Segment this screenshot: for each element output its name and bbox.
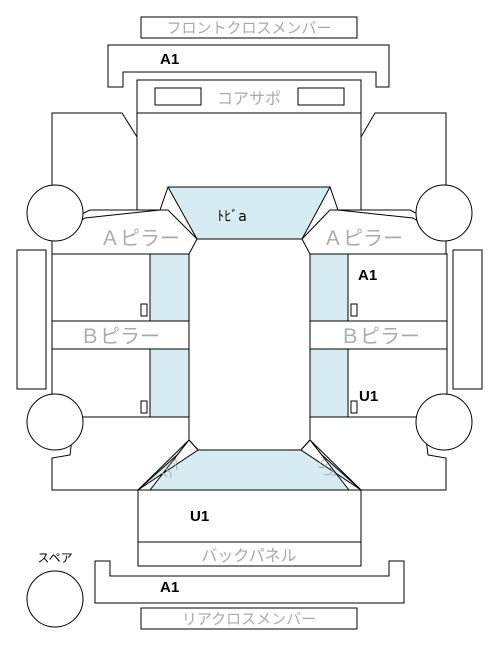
right-rear-door-glass[interactable] xyxy=(309,348,349,418)
right-rear-door-grade: U1 xyxy=(359,388,378,405)
core-support[interactable]: コアサポ xyxy=(136,79,362,114)
right-rear-door-handle xyxy=(350,400,358,414)
left-rear-door-glass[interactable] xyxy=(149,348,190,418)
left-rear-door-handle xyxy=(140,400,148,414)
right-step-rail[interactable] xyxy=(452,249,483,390)
front-cross-member-label-box: フロントクロスメンバー xyxy=(140,16,358,39)
core-support-label: コアサポ xyxy=(217,89,281,108)
trunk-grade: U1 xyxy=(190,508,209,525)
front-cross-member[interactable] xyxy=(107,44,390,88)
rear-cross-member-label: リアクロスメンバー xyxy=(182,610,316,628)
roof[interactable] xyxy=(188,238,311,451)
right-front-wheel[interactable] xyxy=(415,184,473,242)
left-rear-wheel[interactable] xyxy=(26,393,84,451)
spare-tire[interactable] xyxy=(26,570,84,628)
rear-cross-member[interactable] xyxy=(94,560,405,604)
core-support-left-opening xyxy=(154,87,202,106)
right-front-door-grade: A1 xyxy=(358,267,377,284)
right-front-door-glass[interactable] xyxy=(309,253,349,322)
trunk[interactable] xyxy=(137,489,362,543)
core-support-right-opening xyxy=(297,87,345,106)
right-front-door-handle xyxy=(350,303,358,317)
back-panel-label: バックパネル xyxy=(201,546,296,565)
windshield[interactable] xyxy=(167,186,331,240)
b-pillar-left-label: Ｂピラー xyxy=(80,324,160,348)
rear-cross-member-grade: A1 xyxy=(160,579,179,596)
a-pillar-right-label: Ａピラー xyxy=(323,226,403,250)
front-cross-member-label: フロントクロスメンバー xyxy=(166,19,331,37)
left-front-wheel[interactable] xyxy=(26,184,84,242)
b-pillar-right-label: Ｂピラー xyxy=(340,324,420,348)
rear-cross-member-label-box: リアクロスメンバー xyxy=(140,607,358,630)
spare-label: スペア xyxy=(37,551,72,565)
front-cross-member-grade: A1 xyxy=(160,51,179,68)
back-panel[interactable] xyxy=(137,541,362,567)
windshield-door-label: ﾄﾋﾞa xyxy=(217,209,247,225)
left-front-door-glass[interactable] xyxy=(149,253,190,322)
left-step-rail[interactable] xyxy=(16,249,47,390)
a-pillar-left-label: Ａピラー xyxy=(100,226,180,250)
right-rear-wheel[interactable] xyxy=(415,393,473,451)
left-front-door-handle xyxy=(140,303,148,317)
